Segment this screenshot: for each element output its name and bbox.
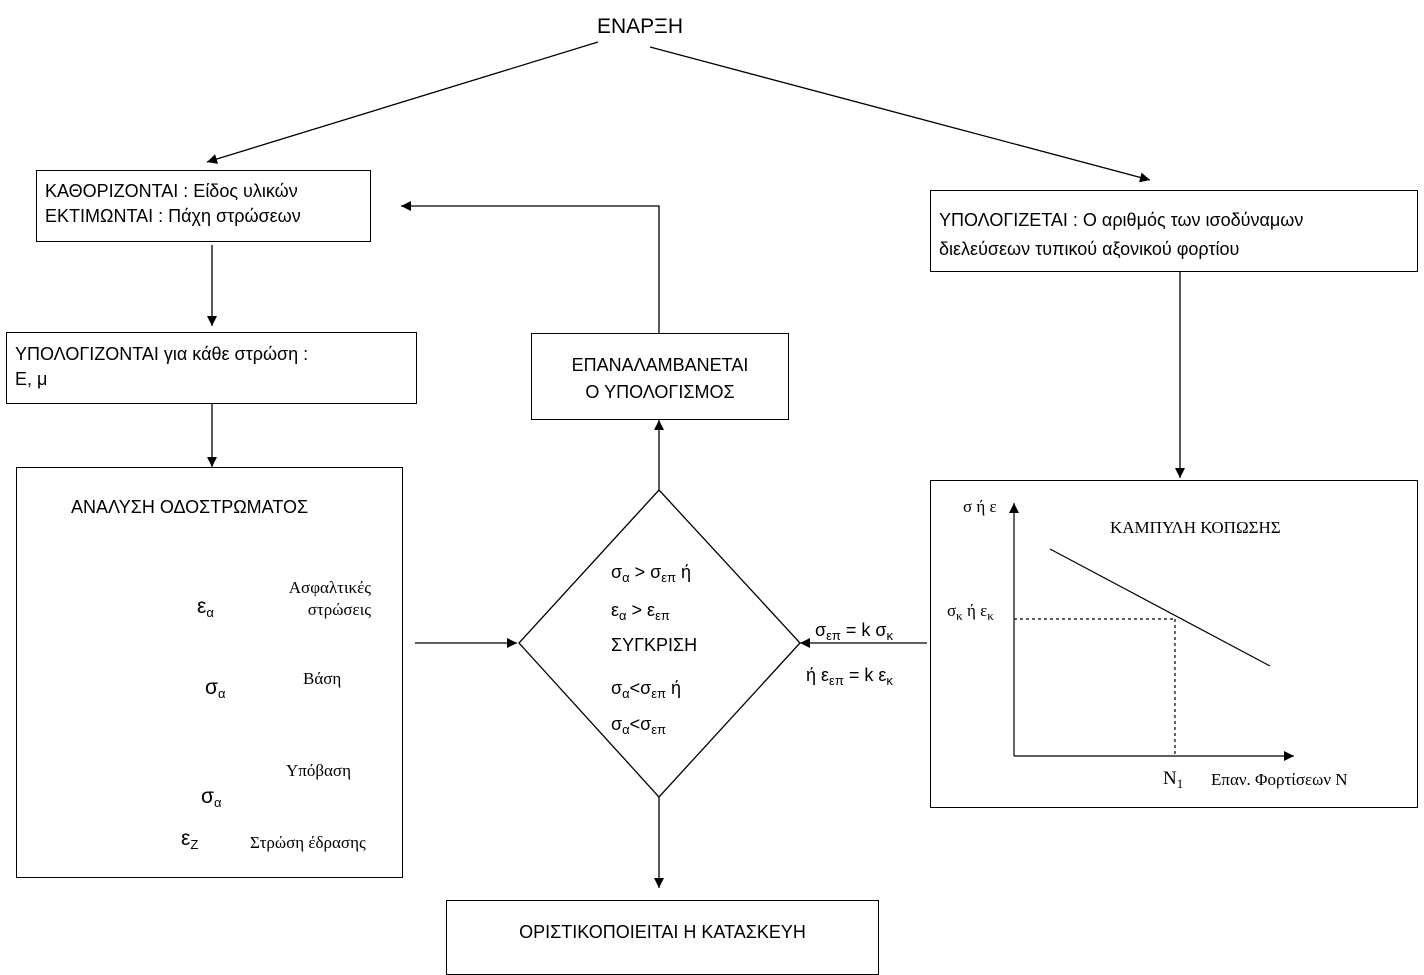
start-label: ΕΝΑΡΞΗ xyxy=(597,15,683,38)
compare-sigma-lt-line-2: σα<σεπ xyxy=(611,714,667,737)
base-layer-label: Βάση xyxy=(303,669,342,688)
compare-decision-diamond xyxy=(518,489,801,798)
eps-z-symbol: εZ xyxy=(181,827,199,852)
subbase-layer-label: Υπόβαση xyxy=(286,761,351,780)
compute-moduli-values: Ε, μ xyxy=(15,369,48,389)
fatigue-chart xyxy=(1009,503,1294,761)
sigma-alpha-subbase-symbol: σα xyxy=(201,785,222,810)
equivalent-passes-box: ΥΠΟΛΟΓΙΖΕΤΑΙ : Ο αριθμός των ισοδύναμων … xyxy=(930,190,1418,272)
arrow-start-to-define xyxy=(206,41,599,164)
asphalt-layers-label: Ασφαλτικές στρώσεις xyxy=(288,578,371,619)
sigma-alpha-base-symbol: σα xyxy=(205,676,226,701)
analysis-title: ΑΝΑΛΥΣΗ ΟΔΟΣΤΡΩΜΑΤΟΣ xyxy=(71,497,309,517)
finalize-construction-box: ΟΡΙΣΤΙΚΟΠΟΙΕΙΤΑΙ Η ΚΑΤΑΣΚΕΥΗ xyxy=(446,900,879,975)
compute-moduli-line: ΥΠΟΛΟΓΙΖΟΝΤΑΙ για κάθε στρώση : xyxy=(15,344,309,364)
compare-sigma-lt-line: σα<σεπ ή xyxy=(611,678,682,701)
estimate-thickness-line: ΕΚΤΙΜΩΝΤΑΙ : Πάχη στρώσεων xyxy=(45,206,301,226)
compare-eps-gt-line: εα > εεπ xyxy=(611,600,670,623)
compare-title: ΣΥΓΚΡΙΣΗ xyxy=(611,635,698,655)
compute-moduli-box: ΥΠΟΛΟΓΙΖΟΝΤΑΙ για κάθε στρώση : Ε, μ xyxy=(6,332,417,404)
repeat-calculation-box: ΕΠΑΝΑΛΑΜΒΑΝΕΤΑΙ Ο ΥΠΟΛΟΓΙΣΜΟΣ xyxy=(531,333,789,420)
arrow-start-to-equivalent xyxy=(649,46,1151,183)
fatigue-title: ΚΑΜΠΥΛΗ ΚΟΠΩΣΗΣ xyxy=(1110,518,1281,537)
fatigue-x-tick: N1 xyxy=(1163,768,1184,791)
subgrade-layer-label: Στρώση έδρασης xyxy=(250,833,366,852)
equivalent-passes-line-1: ΥΠΟΛΟΓΙΖΕΤΑΙ : Ο αριθμός των ισοδύναμων xyxy=(939,210,1304,230)
repeat-line-1: ΕΠΑΝΑΛΑΜΒΑΝΕΤΑΙ xyxy=(571,355,749,375)
pavement-analysis-box xyxy=(16,467,403,878)
define-materials-box: ΚΑΘΟΡΙΖΟΝΤΑΙ : Είδος υλικών ΕΚΤΙΜΩΝΤΑΙ :… xyxy=(36,170,371,242)
finalize-label: ΟΡΙΣΤΙΚΟΠΟΙΕΙΤΑΙ Η ΚΑΤΑΣΚΕΥΗ xyxy=(519,922,806,942)
fatigue-curve xyxy=(1049,548,1271,667)
compare-sigma-gt-line: σα > σεπ ή xyxy=(611,562,692,585)
allowable-eps-label: ή εεπ = k εκ xyxy=(806,665,893,688)
fatigue-x-axis-label: Επαν. Φορτίσεων Ν xyxy=(1211,770,1348,789)
allowable-sigma-label: σεπ = k σκ xyxy=(815,620,893,643)
fatigue-y-tick: σκ ή εκ xyxy=(947,601,994,623)
equivalent-passes-line-2: διελεύσεων τυπικού αξονικού φορτίου xyxy=(939,239,1240,259)
arrow-repeat-to-define xyxy=(401,201,660,333)
fatigue-curve-box xyxy=(930,480,1418,808)
eps-alpha-symbol: εα xyxy=(197,595,214,620)
fatigue-y-axis-label: σ ή ε xyxy=(963,497,997,516)
define-materials-line: ΚΑΘΟΡΙΖΟΝΤΑΙ : Είδος υλικών xyxy=(45,181,298,201)
repeat-line-2: Ο ΥΠΟΛΟΓΙΣΜΟΣ xyxy=(585,382,735,402)
